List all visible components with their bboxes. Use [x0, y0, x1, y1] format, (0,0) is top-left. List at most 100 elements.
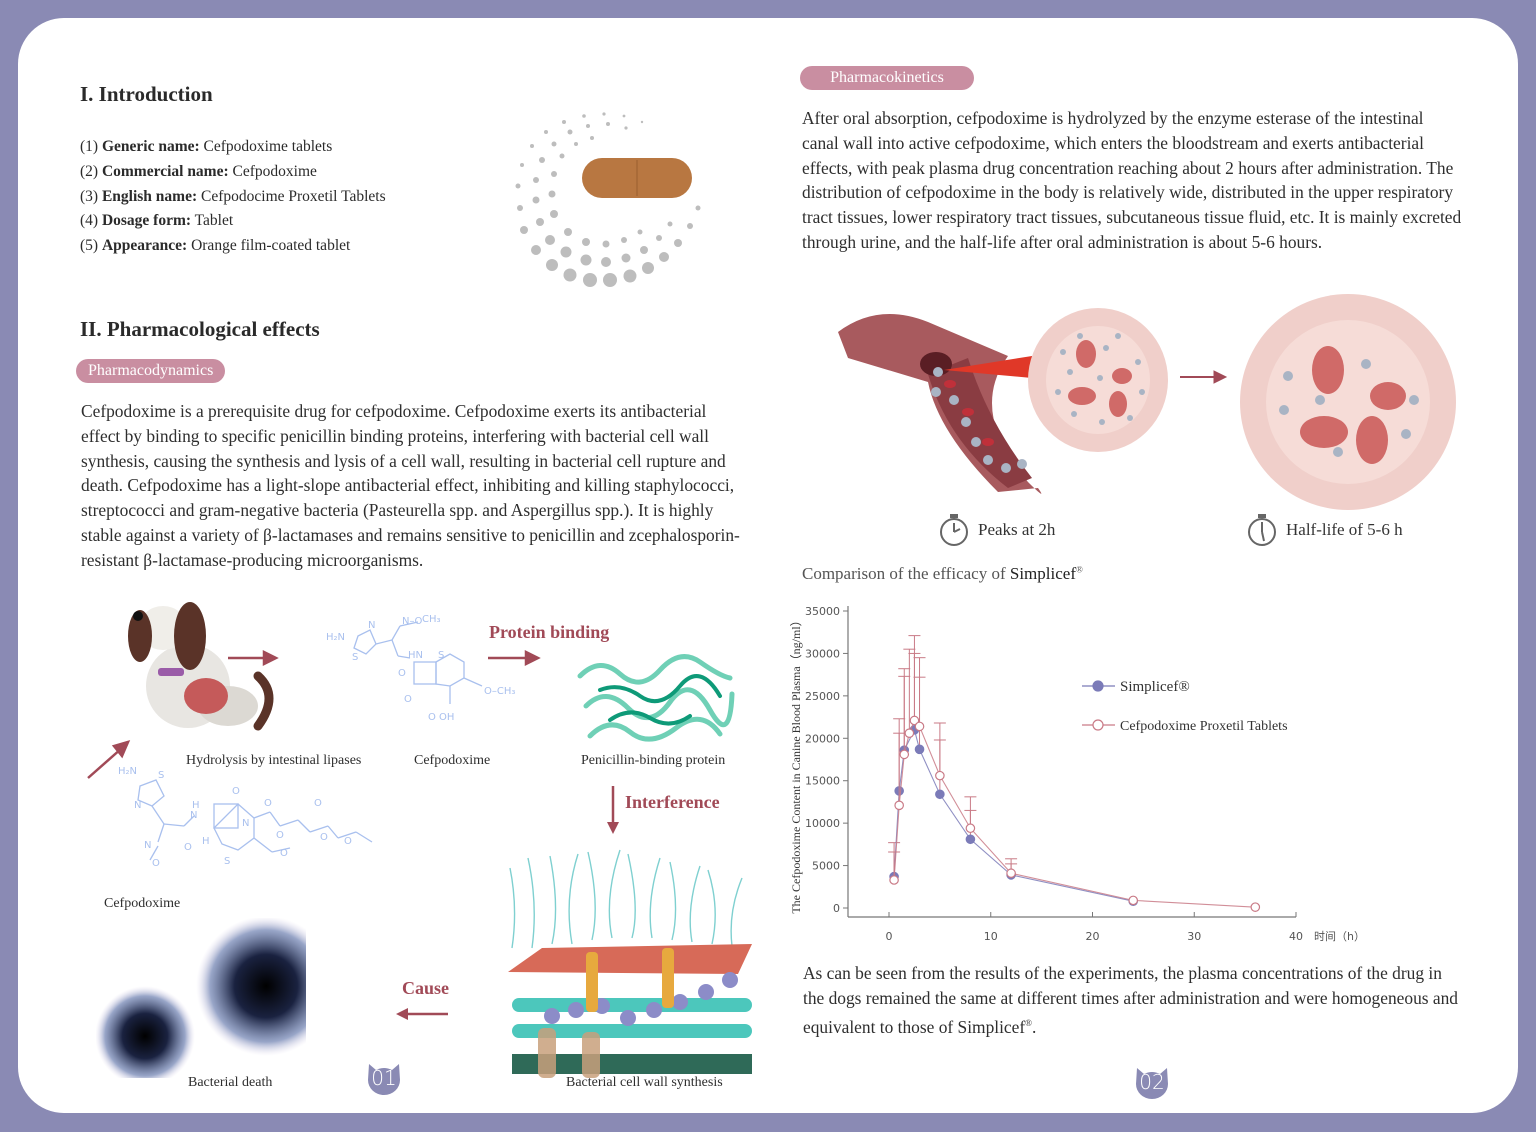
- data-point: [1006, 868, 1016, 879]
- introduction-heading: I. Introduction: [80, 82, 213, 106]
- tablet-illustration: [515, 112, 701, 287]
- page-number-right: 02: [1134, 1064, 1170, 1100]
- series-tablets: [888, 635, 1261, 912]
- intro-item-dosage-form: (4) Dosage form: Tablet: [80, 212, 234, 230]
- bacterium-small: [96, 986, 195, 1078]
- peak-label: Peaks at 2h: [978, 520, 1056, 539]
- data-point: [914, 744, 925, 755]
- data-point: [965, 823, 976, 834]
- pharmacodynamics-text: Cefpodoxime is a prerequisite drug for c…: [81, 401, 740, 570]
- svg-text:N: N: [134, 800, 141, 811]
- data-point: [1250, 902, 1261, 912]
- zoom-indicator: [944, 356, 1032, 378]
- x-tick-label: 10: [984, 930, 998, 943]
- bacterium-large: [196, 918, 306, 1056]
- svg-text:O: O: [276, 830, 284, 841]
- svg-text:O: O: [264, 798, 272, 809]
- protein-binding-label: Protein binding: [489, 622, 610, 642]
- introduction-list: (1) Generic name: Cefpodoxime tablets (2…: [80, 135, 386, 259]
- cell-wall-illustration: [508, 849, 752, 1078]
- dog-illustration: [128, 602, 274, 731]
- y-tick-label: 25000: [805, 690, 840, 703]
- arrow-right-icon: [1180, 370, 1228, 384]
- arrow-down-icon: [607, 786, 619, 834]
- bloodstream-illustration: [838, 294, 1456, 510]
- arrow-right-icon: [524, 649, 541, 667]
- svg-text:H₂N: H₂N: [118, 766, 137, 777]
- intro-item-generic-name: (1) Generic name: Cefpodoxime tablets: [80, 138, 333, 155]
- intro-item-commercial-name: (2) Commercial name: Cefpodoxime: [80, 162, 317, 180]
- intro-item-english-name: (3) English name: Cefpodocime Proxetil T…: [80, 187, 386, 205]
- dotted-swirl-decoration: [515, 112, 701, 287]
- svg-text:N–O: N–O: [402, 616, 422, 627]
- penicillin-binding-protein-illustration: [577, 654, 735, 742]
- dead-bacteria-illustration: [96, 918, 306, 1078]
- death-caption: Bacterial death: [188, 1075, 273, 1090]
- svg-text:N: N: [144, 840, 151, 851]
- legend-item: Cefpodoxime Proxetil Tablets: [1082, 719, 1288, 734]
- arrow-diagonal-icon: [111, 740, 131, 759]
- svg-text:S: S: [438, 650, 444, 661]
- y-tick-label: 20000: [805, 732, 840, 745]
- pbp-caption: Penicillin-binding protein: [581, 753, 726, 768]
- data-point: [899, 749, 910, 760]
- data-point: [904, 728, 915, 738]
- y-tick-label: 15000: [805, 775, 840, 788]
- svg-text:S: S: [158, 770, 164, 781]
- x-tick-label: 30: [1187, 930, 1201, 943]
- interference-label: Interference: [625, 792, 720, 812]
- data-point: [965, 834, 976, 845]
- svg-text:S: S: [352, 652, 358, 663]
- data-point: [1128, 895, 1138, 906]
- arrow-left-icon: [396, 1008, 448, 1020]
- blood-vessel: [838, 314, 1042, 494]
- brochure-page: I. Introduction (1) Generic name: Cefpod…: [18, 18, 1518, 1113]
- effects-heading: II. Pharmacological effects: [80, 317, 320, 341]
- stopwatch-icon: [1248, 514, 1276, 546]
- svg-text:O: O: [404, 694, 412, 705]
- data-point: [935, 789, 945, 800]
- page-number-left: 01: [366, 1060, 402, 1096]
- x-tick-label: 40: [1289, 930, 1303, 943]
- svg-text:O: O: [398, 668, 406, 679]
- svg-text:O–CH₃: O–CH₃: [484, 686, 515, 697]
- zoom-circle-small: [1028, 308, 1168, 452]
- arrow-right-icon: [262, 649, 279, 667]
- svg-text:Simplicef®: Simplicef®: [1120, 679, 1190, 695]
- svg-text:O: O: [344, 836, 352, 847]
- diagram-arrows-top: [87, 649, 541, 779]
- svg-text:H: H: [202, 836, 210, 847]
- cat-head-icon: [1136, 1068, 1168, 1099]
- svg-text:O: O: [314, 798, 322, 809]
- comparison-title: Comparison of the efficacy of Simplicef®: [802, 564, 1083, 583]
- svg-text:N: N: [368, 620, 375, 631]
- prodrug-caption: Cefpodoxime: [104, 896, 181, 911]
- x-axis-label: 时间（h）: [1314, 930, 1365, 943]
- data-point: [909, 715, 920, 726]
- svg-text:O OH: O OH: [428, 712, 454, 723]
- pharmacokinetics-pill: Pharmacokinetics: [800, 66, 974, 90]
- y-tick-label: 0: [833, 902, 840, 915]
- intro-item-appearance: (5) Appearance: Orange film-coated table…: [80, 237, 351, 255]
- cefpodoxime-caption: Cefpodoxime: [414, 753, 491, 768]
- wall-caption: Bacterial cell wall synthesis: [566, 1075, 723, 1090]
- x-tick-label: 0: [886, 930, 893, 943]
- svg-text:O: O: [320, 832, 328, 843]
- y-tick-label: 30000: [805, 647, 840, 660]
- x-tick-label: 20: [1086, 930, 1100, 943]
- cat-head-icon: [368, 1064, 400, 1095]
- pharmacokinetics-text: After oral absorption, cefpodoxime is hy…: [802, 108, 1462, 252]
- data-point: [914, 721, 925, 732]
- zoom-circle-large: [1240, 294, 1456, 510]
- svg-text:H: H: [192, 800, 200, 811]
- stopwatch-icon: [940, 514, 968, 546]
- svg-text:O: O: [184, 842, 192, 853]
- peak-time-indicator: Peaks at 2h: [938, 513, 1055, 547]
- svg-text:O: O: [232, 786, 240, 797]
- y-tick-label: 5000: [812, 860, 840, 873]
- halflife-indicator: Half-life of 5-6 h: [1246, 513, 1403, 547]
- halflife-label: Half-life of 5-6 h: [1286, 520, 1403, 539]
- svg-text:H₂N: H₂N: [326, 632, 345, 643]
